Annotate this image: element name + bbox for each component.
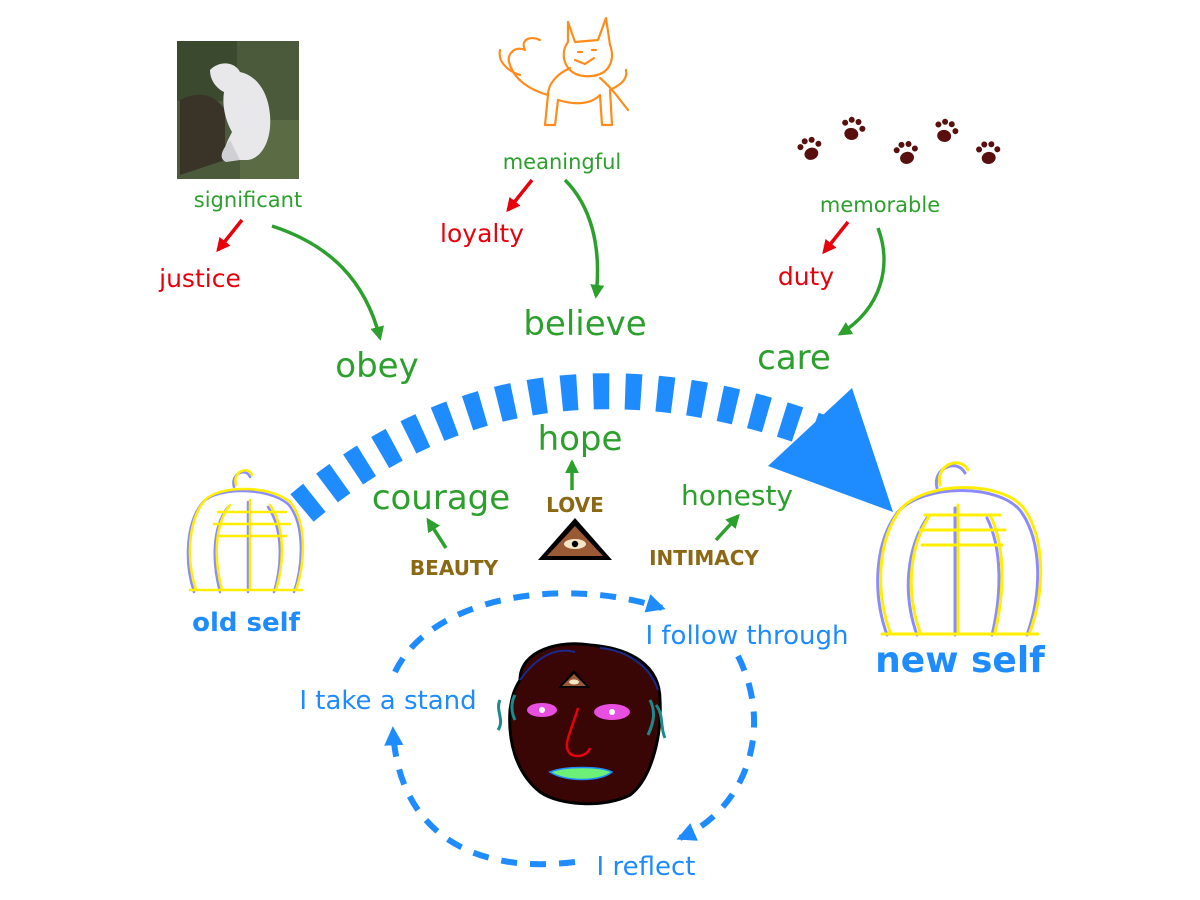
arrow-memorable-care	[837, 227, 886, 336]
eye-pyramid-icon	[538, 518, 612, 560]
label-reflect: I reflect	[597, 852, 696, 882]
transformation-arrowhead	[768, 388, 893, 512]
label-loyalty: loyalty	[440, 219, 524, 248]
label-duty: duty	[778, 262, 835, 291]
paw-prints	[797, 116, 1001, 164]
cycle-arc-top	[392, 590, 666, 674]
label-follow-through: I follow through	[645, 621, 848, 651]
arrow-significant-obey	[271, 224, 384, 341]
cat-photo	[177, 41, 299, 179]
cycle-arc-bottom	[384, 726, 576, 868]
label-take-a-stand: I take a stand	[299, 686, 476, 716]
label-significant: significant	[194, 188, 302, 212]
arrow-meaningful-believe	[563, 178, 605, 299]
label-intimacy: INTIMACY	[649, 546, 759, 570]
label-believe: believe	[523, 304, 646, 344]
label-meaningful: meaningful	[503, 150, 622, 174]
label-new-self: new self	[875, 640, 1045, 681]
label-care: care	[757, 338, 831, 378]
cycle-arc-right	[676, 654, 758, 841]
transformation-arc	[290, 373, 847, 522]
label-beauty: BEAUTY	[410, 556, 499, 580]
label-old-self: old self	[192, 608, 300, 638]
arrow-memorable-duty	[822, 220, 850, 255]
face-drawing	[496, 642, 667, 806]
old-self-cage-icon	[186, 469, 305, 594]
label-memorable: memorable	[820, 193, 940, 217]
arrow-meaningful-loyalty	[506, 178, 534, 213]
label-obey: obey	[335, 346, 418, 386]
label-honesty: honesty	[681, 479, 793, 512]
cat-drawing	[498, 16, 630, 127]
arrow-beauty-courage	[426, 517, 448, 549]
arrow-significant-justice	[216, 218, 244, 253]
new-self-cage-icon	[876, 461, 1043, 637]
label-courage: courage	[372, 478, 510, 518]
label-hope: hope	[538, 419, 623, 459]
label-justice: justice	[158, 264, 241, 293]
arrow-intimacy-honesty	[714, 513, 740, 542]
label-love: LOVE	[546, 493, 604, 517]
